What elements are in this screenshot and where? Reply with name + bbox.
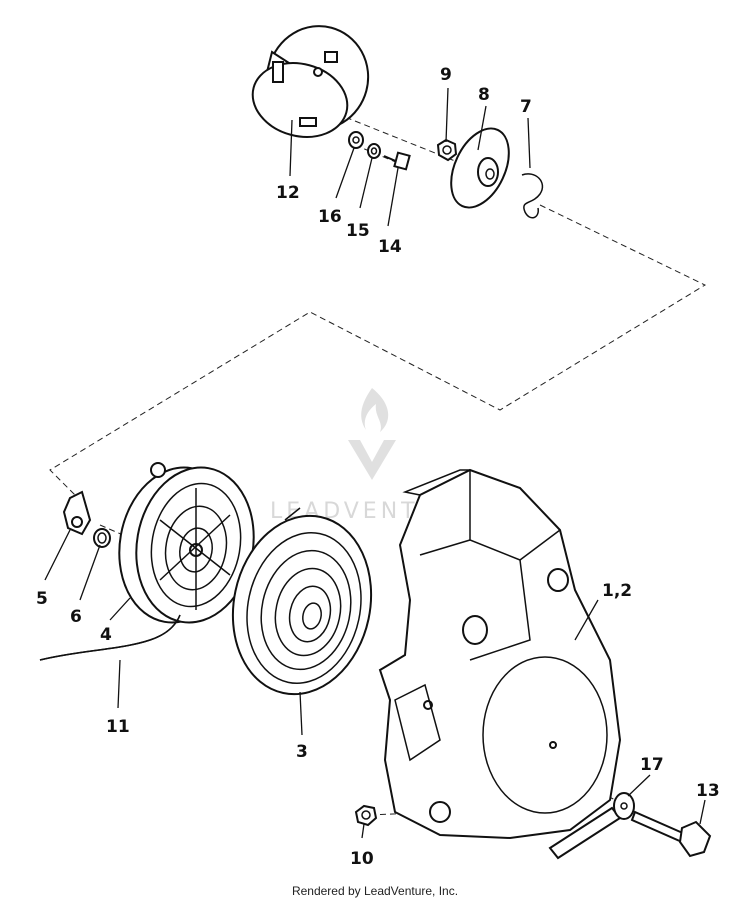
part-12-starter-cup	[251, 25, 370, 138]
callout-12: 12	[276, 183, 300, 203]
footer-credit: Rendered by LeadVenture, Inc.	[291, 884, 459, 898]
part-9-nut	[436, 138, 458, 162]
v-logo-icon	[348, 440, 396, 480]
callout-7: 7	[520, 97, 532, 117]
part-1-2-starter-housing	[378, 468, 622, 840]
part-16-washer	[348, 131, 364, 149]
callout-10: 10	[350, 849, 374, 869]
callout-4: 4	[100, 625, 112, 645]
callout-labels: 9 8 7 12 16 15 14 5 6 4 11 3 1,2 10 17 1…	[36, 65, 720, 869]
callout-14: 14	[378, 237, 402, 257]
part-13-bolt	[630, 810, 712, 858]
part-10-nut	[354, 804, 378, 827]
part-6-spring	[93, 528, 111, 548]
callout-15: 15	[346, 221, 370, 241]
part-3-recoil-spring	[231, 507, 373, 696]
callout-5: 5	[36, 589, 48, 609]
part-7-spring-clip	[521, 173, 544, 219]
callout-8: 8	[478, 85, 490, 105]
part-14-bolt	[383, 151, 411, 171]
callout-13: 13	[696, 781, 720, 801]
callout-1-2: 1,2	[602, 581, 632, 601]
leader-lines	[44, 87, 706, 839]
callout-16: 16	[318, 207, 342, 227]
callout-3: 3	[296, 742, 308, 762]
callout-11: 11	[106, 717, 130, 737]
flame-logo-icon	[361, 388, 389, 432]
callout-17: 17	[640, 755, 664, 775]
part-15-lock-washer	[367, 143, 381, 159]
part-17-starter-handle	[548, 792, 635, 860]
part-5-pawl	[62, 490, 92, 536]
callout-6: 6	[70, 607, 82, 627]
part-8-friction-plate	[450, 127, 510, 209]
part-11-starter-rope	[39, 614, 181, 661]
part-4-rope-pulley	[118, 462, 255, 624]
callout-9: 9	[440, 65, 452, 85]
